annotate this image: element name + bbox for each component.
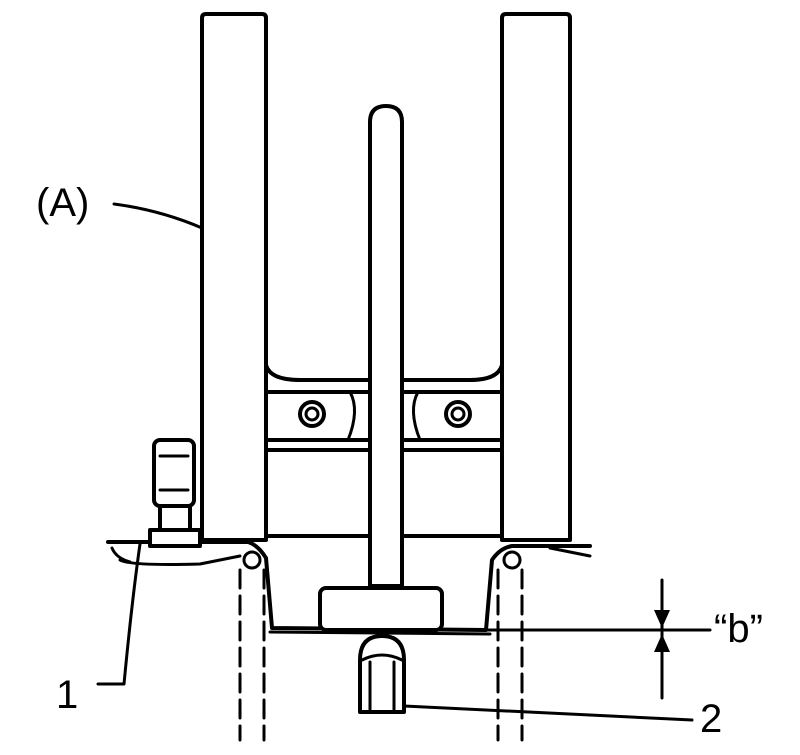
label-dimension-b: “b” <box>714 607 763 651</box>
label-tool-a: (A) <box>36 181 89 225</box>
cylinder-head <box>106 540 592 636</box>
clamp-bolt-right <box>444 400 472 428</box>
leader-line-tool <box>112 202 204 230</box>
clamp-bolt-left <box>298 400 326 428</box>
plunger-rod <box>318 104 444 632</box>
leader-line-part-1 <box>96 542 142 686</box>
part-2-valve-stem <box>358 634 406 714</box>
label-part-1: 1 <box>56 673 78 717</box>
part-1-stud <box>148 438 202 548</box>
dimension-b-indicator <box>448 578 712 700</box>
leader-line-part-2 <box>402 704 694 722</box>
label-part-2: 2 <box>700 697 722 741</box>
